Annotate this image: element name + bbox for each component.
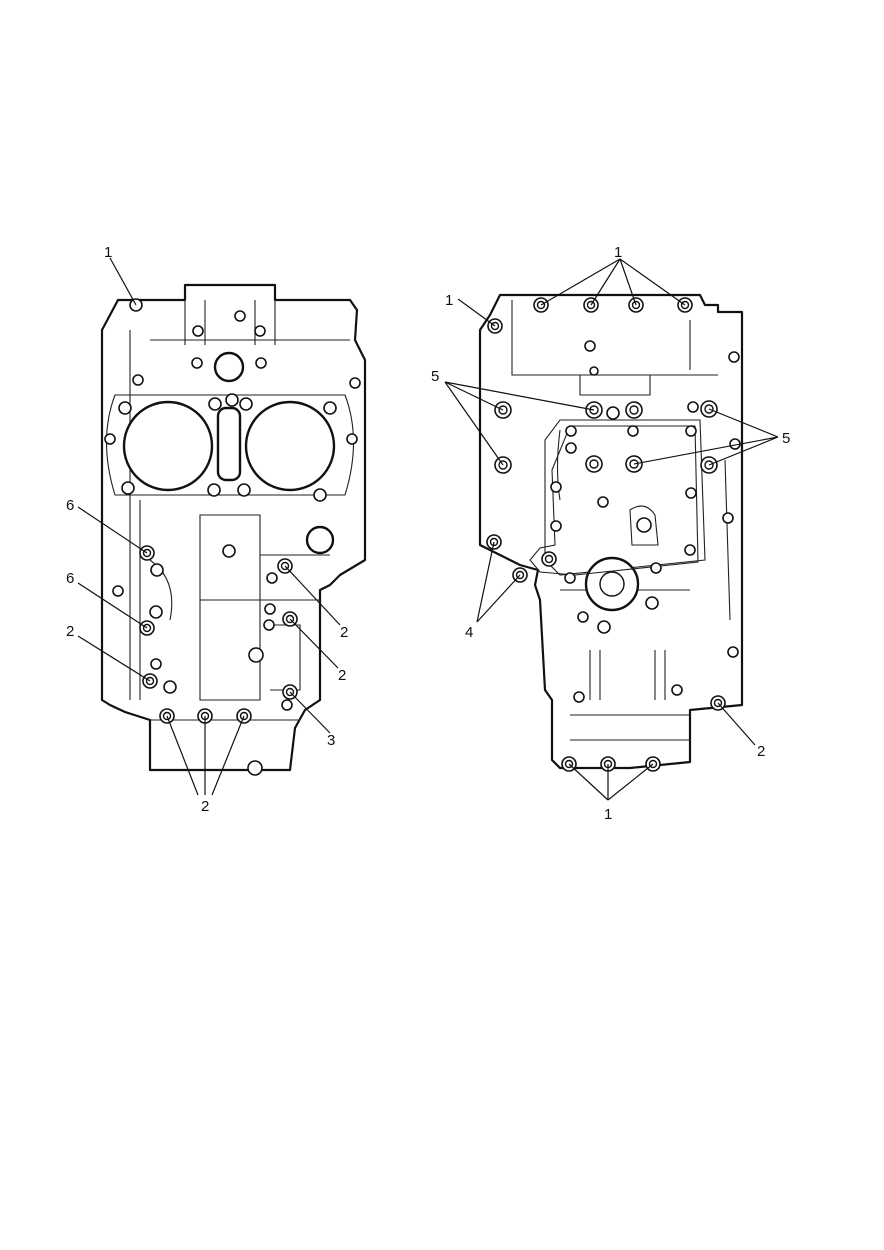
callout-right-2: 2: [757, 743, 765, 760]
callout-right-bottom-1: 1: [604, 806, 612, 823]
lower-case-bolt-holes: [573, 340, 741, 703]
callout-right-left-1: 1: [445, 292, 453, 309]
upper-case-bolt-holes: [104, 298, 361, 776]
callout-right-upper-2: 2: [340, 624, 348, 641]
upper-crankcase-outline: [100, 283, 367, 772]
callout-left-lower-6: 6: [66, 570, 74, 587]
sump-gasket-line: [529, 425, 699, 576]
callout-right-top-1: 1: [614, 244, 622, 261]
callout-right-3: 3: [327, 732, 335, 749]
callout-bottom-2: 2: [201, 798, 209, 815]
lower-crankcase-outline: [478, 293, 744, 770]
gasket-holes: [550, 425, 697, 584]
callout-right-left-5: 5: [431, 368, 439, 385]
callout-right-4: 4: [465, 624, 473, 641]
lower-crankcase-view: 1 1 5 5 4 2 1: [431, 244, 790, 823]
callout-left-top-1: 1: [104, 244, 112, 261]
callout-right-right-5: 5: [782, 430, 790, 447]
upper-crankcase-view: 1 6 6 2 2 2 3 2: [66, 244, 367, 815]
referenced-bolts-right: [486, 297, 726, 772]
callout-left-upper-6: 6: [66, 497, 74, 514]
callout-left-2: 2: [66, 623, 74, 640]
callout-right-lower-2: 2: [338, 667, 346, 684]
